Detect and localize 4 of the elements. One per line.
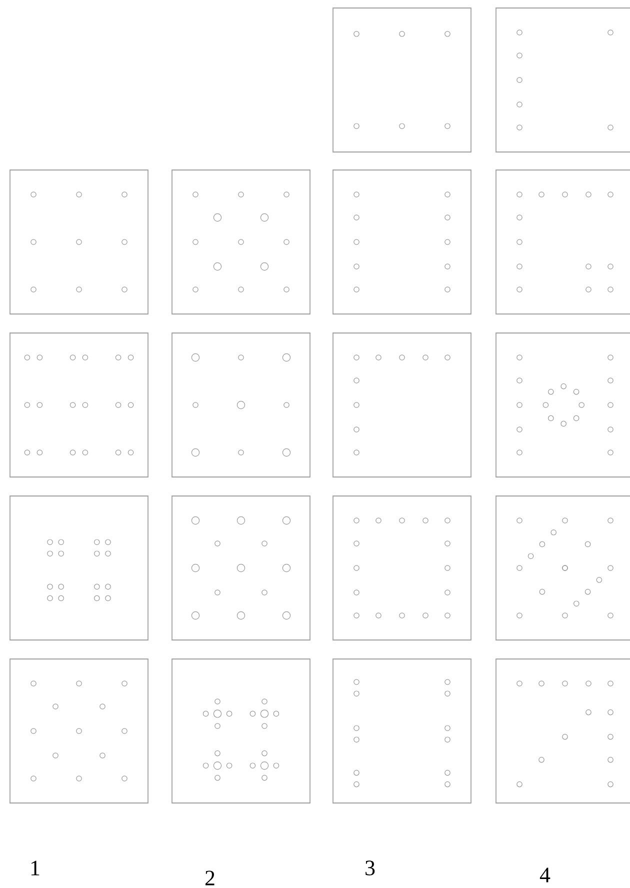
column-number: 4: [540, 868, 550, 882]
column-number: 3: [366, 860, 375, 876]
column-number: 1: [31, 860, 40, 876]
column-number: 2: [206, 870, 214, 886]
